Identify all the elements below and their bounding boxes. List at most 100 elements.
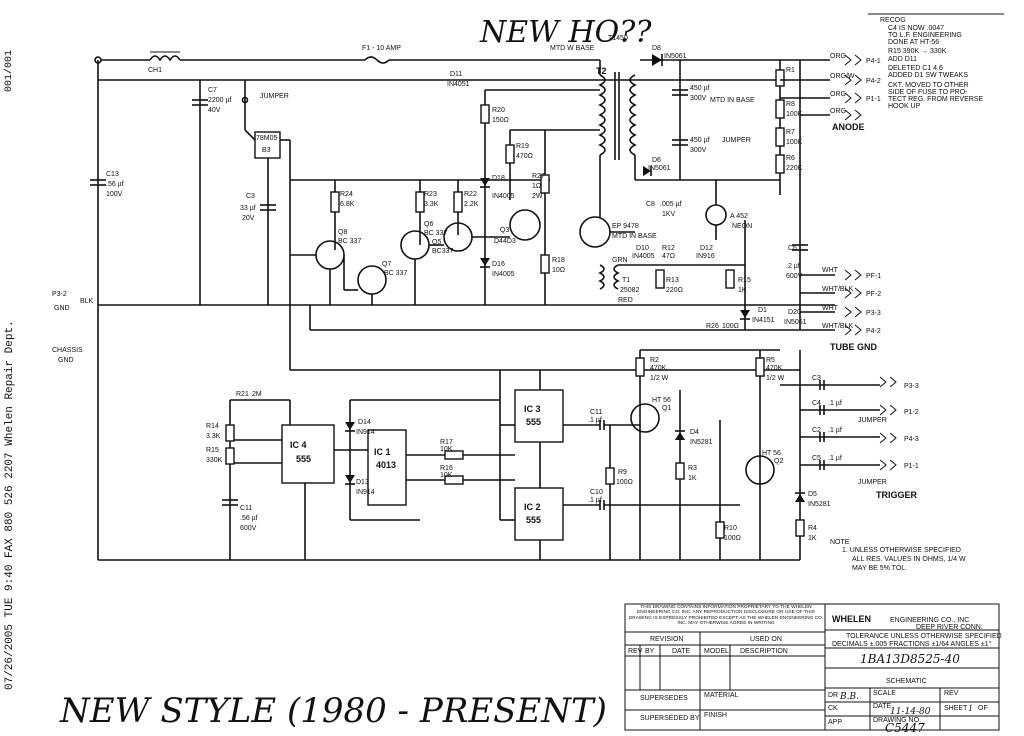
tb-company-name: ENGINEERING CO., INC <box>890 617 969 624</box>
label-q3: Q3 <box>500 227 509 234</box>
label-cap450a-v: 300V <box>690 95 707 102</box>
label-ht1-b: Q1 <box>662 405 671 412</box>
tb-sheet-value: 1 <box>968 704 973 713</box>
revision-note-10: TECT REG. FROM REVERSE <box>888 96 983 103</box>
label-r14-val: 3.3K <box>206 433 221 440</box>
revision-note-11: HOOK UP <box>888 103 921 110</box>
label-grn: GRN <box>612 257 628 264</box>
label-t2: T2 <box>596 66 607 76</box>
label-trigger: TRIGGER <box>876 490 918 500</box>
revision-note-1: C4 IS NOW .0047 <box>888 25 944 32</box>
fax-header: 07/26/2005 TUE 9:40 FAX 880 526 2207 Whe… <box>4 320 16 690</box>
label-r2-val: 470K <box>650 365 667 372</box>
label-r21-val: 2M <box>252 391 262 398</box>
label-c3: C3 <box>246 193 255 200</box>
label-r27-w: 2W <box>532 193 543 200</box>
label-q3-part: D44D3 <box>494 238 516 245</box>
regulator-section <box>192 80 550 305</box>
label-conn-pf4: P4-2 <box>866 328 881 335</box>
label-mtd-base: MTD W BASE <box>550 45 595 52</box>
label-d11-part: IN4051 <box>447 81 470 88</box>
label-d5-part: IN5281 <box>808 501 831 508</box>
label-d10-part: IN4005 <box>632 253 655 260</box>
tb-part-number: 1BA13D8525-40 <box>860 652 960 666</box>
label-c3b: C3 <box>812 375 821 382</box>
label-r10: R10 <box>724 525 737 532</box>
label-r8: R8 <box>786 101 795 108</box>
tb-dr-value: B.B. <box>839 692 859 702</box>
label-c3-val: 33 µf <box>240 205 256 212</box>
label-c8-val: .005 µf <box>660 201 682 208</box>
label-r9: R9 <box>618 469 627 476</box>
label-red: RED <box>618 297 633 304</box>
label-d5: D5 <box>808 491 817 498</box>
label-c13: C13 <box>106 171 119 178</box>
label-r16: R16 <box>440 465 453 472</box>
label-r24: R24 <box>340 191 353 198</box>
tb-rev2: REV <box>944 690 959 697</box>
label-q8: Q8 <box>338 229 347 236</box>
connector-arrows <box>844 54 897 471</box>
label-r21: R21 <box>236 391 249 398</box>
label-conn-pf3: P3-3 <box>866 310 881 317</box>
label-ep9478-b: MTD IN BASE <box>612 233 657 240</box>
label-t1: T1 <box>622 277 630 284</box>
label-jumper3: JUMPER <box>858 417 887 424</box>
label-d14-part: IN914 <box>356 429 375 436</box>
label-q5: Q5 <box>432 239 441 246</box>
label-ic2: IC 2 <box>524 502 541 512</box>
revision-note-6: DELETED C1 4.6 <box>888 65 943 72</box>
label-wire-org3: ORG <box>830 108 846 115</box>
handwritten-style-note: NEW STYLE (1980 - PRESENT) <box>59 691 607 731</box>
revision-note-5: ADD D11 <box>888 56 917 63</box>
label-ic3-part: 555 <box>526 417 541 427</box>
label-r8-val: 100K <box>786 111 803 118</box>
label-ch1: CH1 <box>148 67 162 74</box>
label-r3-val: 1K <box>688 475 697 482</box>
label-r20: R20 <box>492 107 505 114</box>
label-r9-val: 100Ω <box>616 479 633 486</box>
label-c4-val: .1 µf <box>828 400 842 407</box>
revision-note-9: SIDE OF FUSE TO PRO- <box>888 89 968 96</box>
label-c7-val: 2200 µf <box>208 97 232 104</box>
label-ht2-b: Q2 <box>774 458 783 465</box>
note-title: NOTE <box>830 539 850 546</box>
label-r13-val: 220Ω <box>666 287 683 294</box>
label-ic3: IC 3 <box>524 404 541 414</box>
label-wire-org2: ORG <box>830 91 846 98</box>
label-d18: D18 <box>492 175 505 182</box>
label-c6-v: 600V <box>786 273 803 280</box>
label-r23: R23 <box>424 191 437 198</box>
label-d16: D16 <box>492 261 505 268</box>
label-d10: D10 <box>636 245 649 252</box>
label-ic1-part: 4013 <box>376 460 396 470</box>
label-conn-p2-blk: P3-2 <box>52 291 67 298</box>
label-t1450: T1450 <box>608 35 628 42</box>
tb-rev: REV <box>628 648 643 655</box>
label-gnd: GND <box>54 305 70 312</box>
label-regulator-b: B3 <box>262 147 271 154</box>
revision-note-4: R15 390K → 330K <box>888 48 947 55</box>
label-r27: R27 <box>532 173 545 180</box>
label-r1: R1 <box>786 67 795 74</box>
label-r18-val: 10Ω <box>552 267 565 274</box>
hv-divider <box>680 59 835 331</box>
label-neon: A 452 <box>730 213 748 220</box>
label-r12-val: 47Ω <box>662 253 675 260</box>
label-cap450a: 450 µf <box>690 85 710 92</box>
label-c7-v: 40V <box>208 107 221 114</box>
ht56-stages <box>630 349 880 560</box>
tb-finish: FINISH <box>704 712 727 719</box>
label-r3: R3 <box>688 465 697 472</box>
label-jumper4: JUMPER <box>858 479 887 486</box>
label-r2: R2 <box>650 357 659 364</box>
tb-scale: SCALE <box>873 690 896 697</box>
label-c13-val: .56 µf <box>106 181 124 188</box>
label-r27-val: 1Ω <box>532 183 541 190</box>
note-line-2: ALL RES. VALUES IN OHMS, 1/4 W <box>852 556 966 563</box>
revision-note-0: RECOG <box>880 17 906 24</box>
label-c11b-v: 600V <box>240 525 257 532</box>
revision-notes: RECOG C4 IS NOW .0047 TO L.F. ENGINEERIN… <box>868 13 1004 110</box>
tb-ck: CK <box>828 705 838 712</box>
component-labels: CH1 F1 - 10 AMP D11 IN4051 MTD W BASE T1… <box>52 35 966 572</box>
